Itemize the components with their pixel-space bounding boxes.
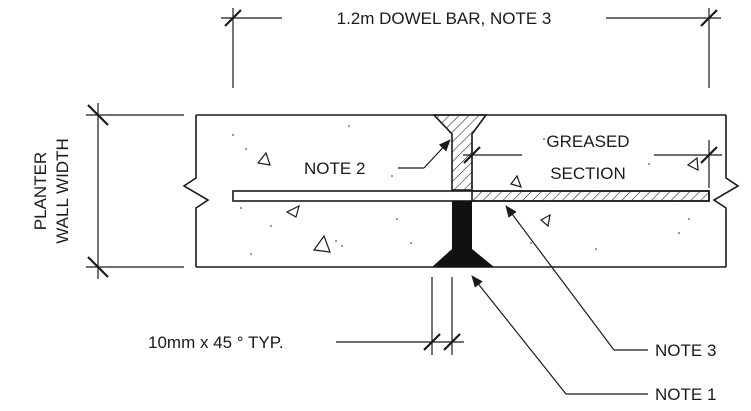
left-break-line: [182, 115, 210, 267]
note2-annotation: NOTE 2: [304, 139, 451, 178]
greased-section-annotation: GREASED SECTION: [463, 132, 722, 188]
chamfer-label: 10mm x 45 ° TYP.: [148, 333, 284, 352]
planter-label: PLANTER: [31, 152, 50, 230]
wall-width-dimension: PLANTER WALL WIDTH: [31, 103, 184, 279]
joint-sealant-top: [432, 114, 488, 191]
note2-label: NOTE 2: [304, 159, 365, 178]
dowel-bar-label: 1.2m DOWEL BAR, NOTE 3: [337, 9, 552, 28]
chamfer-dimension: 10mm x 45 ° TYP.: [148, 277, 464, 355]
greased-label: GREASED: [546, 132, 629, 151]
note1-label: NOTE 1: [655, 385, 716, 404]
concrete-aggregate-marks: [232, 125, 699, 255]
note1-annotation: NOTE 1: [471, 275, 716, 404]
wall-width-label: WALL WIDTH: [53, 138, 72, 243]
dowel-bar: [232, 190, 710, 202]
joint-filler-bottom: [432, 201, 494, 267]
note3-label: NOTE 3: [655, 341, 716, 360]
greased-section-hatch: [471, 190, 710, 202]
right-break-line: [712, 115, 740, 267]
note3-annotation: NOTE 3: [505, 205, 716, 360]
section-label: SECTION: [550, 164, 626, 183]
dowel-length-dimension: 1.2m DOWEL BAR, NOTE 3: [221, 8, 721, 88]
